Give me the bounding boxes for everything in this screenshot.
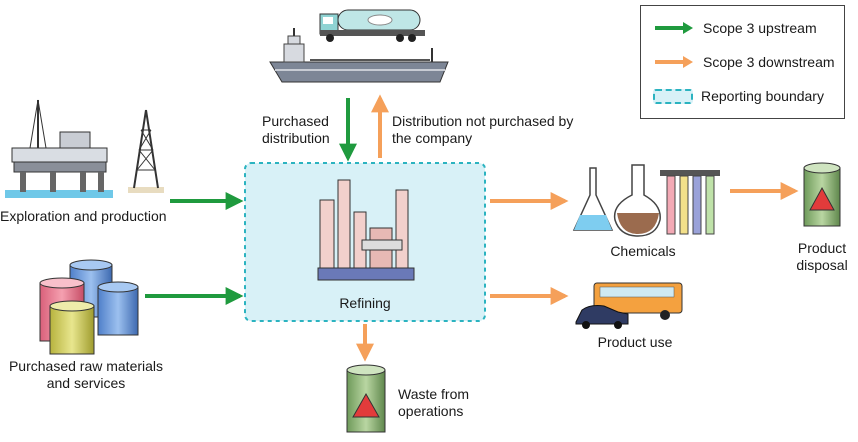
- legend-boundary: Reporting boundary: [653, 86, 824, 106]
- oil-derrick-icon: [128, 109, 164, 193]
- boundary-swatch: [653, 88, 693, 104]
- label-waste-from-operations: Waste from operations: [398, 386, 469, 420]
- label-dnp-line-1: Distribution not purchased by: [392, 113, 574, 129]
- label-dnp-line-2: the company: [392, 130, 473, 146]
- legend-boundary-label: Reporting boundary: [701, 88, 824, 104]
- label-disp-line-1: Product: [797, 240, 847, 256]
- label-purchased-distribution: Purchased distribution: [262, 113, 330, 147]
- waste-drum-icon: [346, 364, 386, 433]
- raw-material-drums-icon: [39, 259, 139, 355]
- disposal-drum-icon: [803, 162, 841, 227]
- refinery-icon: [317, 179, 415, 281]
- tanker-ship-icon: [269, 28, 449, 83]
- legend-upstream: Scope 3 upstream: [653, 18, 817, 38]
- label-refining: Refining: [339, 295, 391, 311]
- legend-downstream-label: Scope 3 downstream: [703, 54, 835, 70]
- label-raw-line-2: and services: [46, 375, 126, 391]
- label-raw-line-1: Purchased raw materials: [8, 358, 164, 374]
- label-exploration-and-production: Exploration and production: [0, 208, 167, 224]
- orange-arrow-icon: [655, 56, 693, 68]
- label-pd-line-2: distribution: [262, 130, 330, 146]
- label-pd-line-1: Purchased: [262, 113, 329, 129]
- chemical-glassware-icon: [572, 164, 720, 237]
- label-distribution-not-purchased: Distribution not purchased by the compan…: [392, 113, 573, 147]
- label-waste-line-2: operations: [398, 403, 464, 419]
- tanker-truck-icon: [319, 9, 425, 42]
- label-purchased-raw-materials: Purchased raw materials and services: [6, 358, 166, 392]
- label-product-use: Product use: [597, 334, 673, 350]
- green-arrow-icon: [655, 22, 693, 34]
- legend: Scope 3 upstream Scope 3 downstream Repo…: [640, 5, 845, 119]
- label-chemicals: Chemicals: [610, 243, 676, 259]
- label-disp-line-2: disposal: [796, 257, 848, 273]
- legend-downstream: Scope 3 downstream: [653, 52, 835, 72]
- label-product-disposal: Product disposal: [788, 240, 856, 274]
- bus-and-car-icon: [575, 282, 683, 329]
- legend-upstream-label: Scope 3 upstream: [703, 20, 817, 36]
- offshore-platform-icon: [5, 99, 113, 198]
- label-waste-line-1: Waste from: [398, 386, 470, 402]
